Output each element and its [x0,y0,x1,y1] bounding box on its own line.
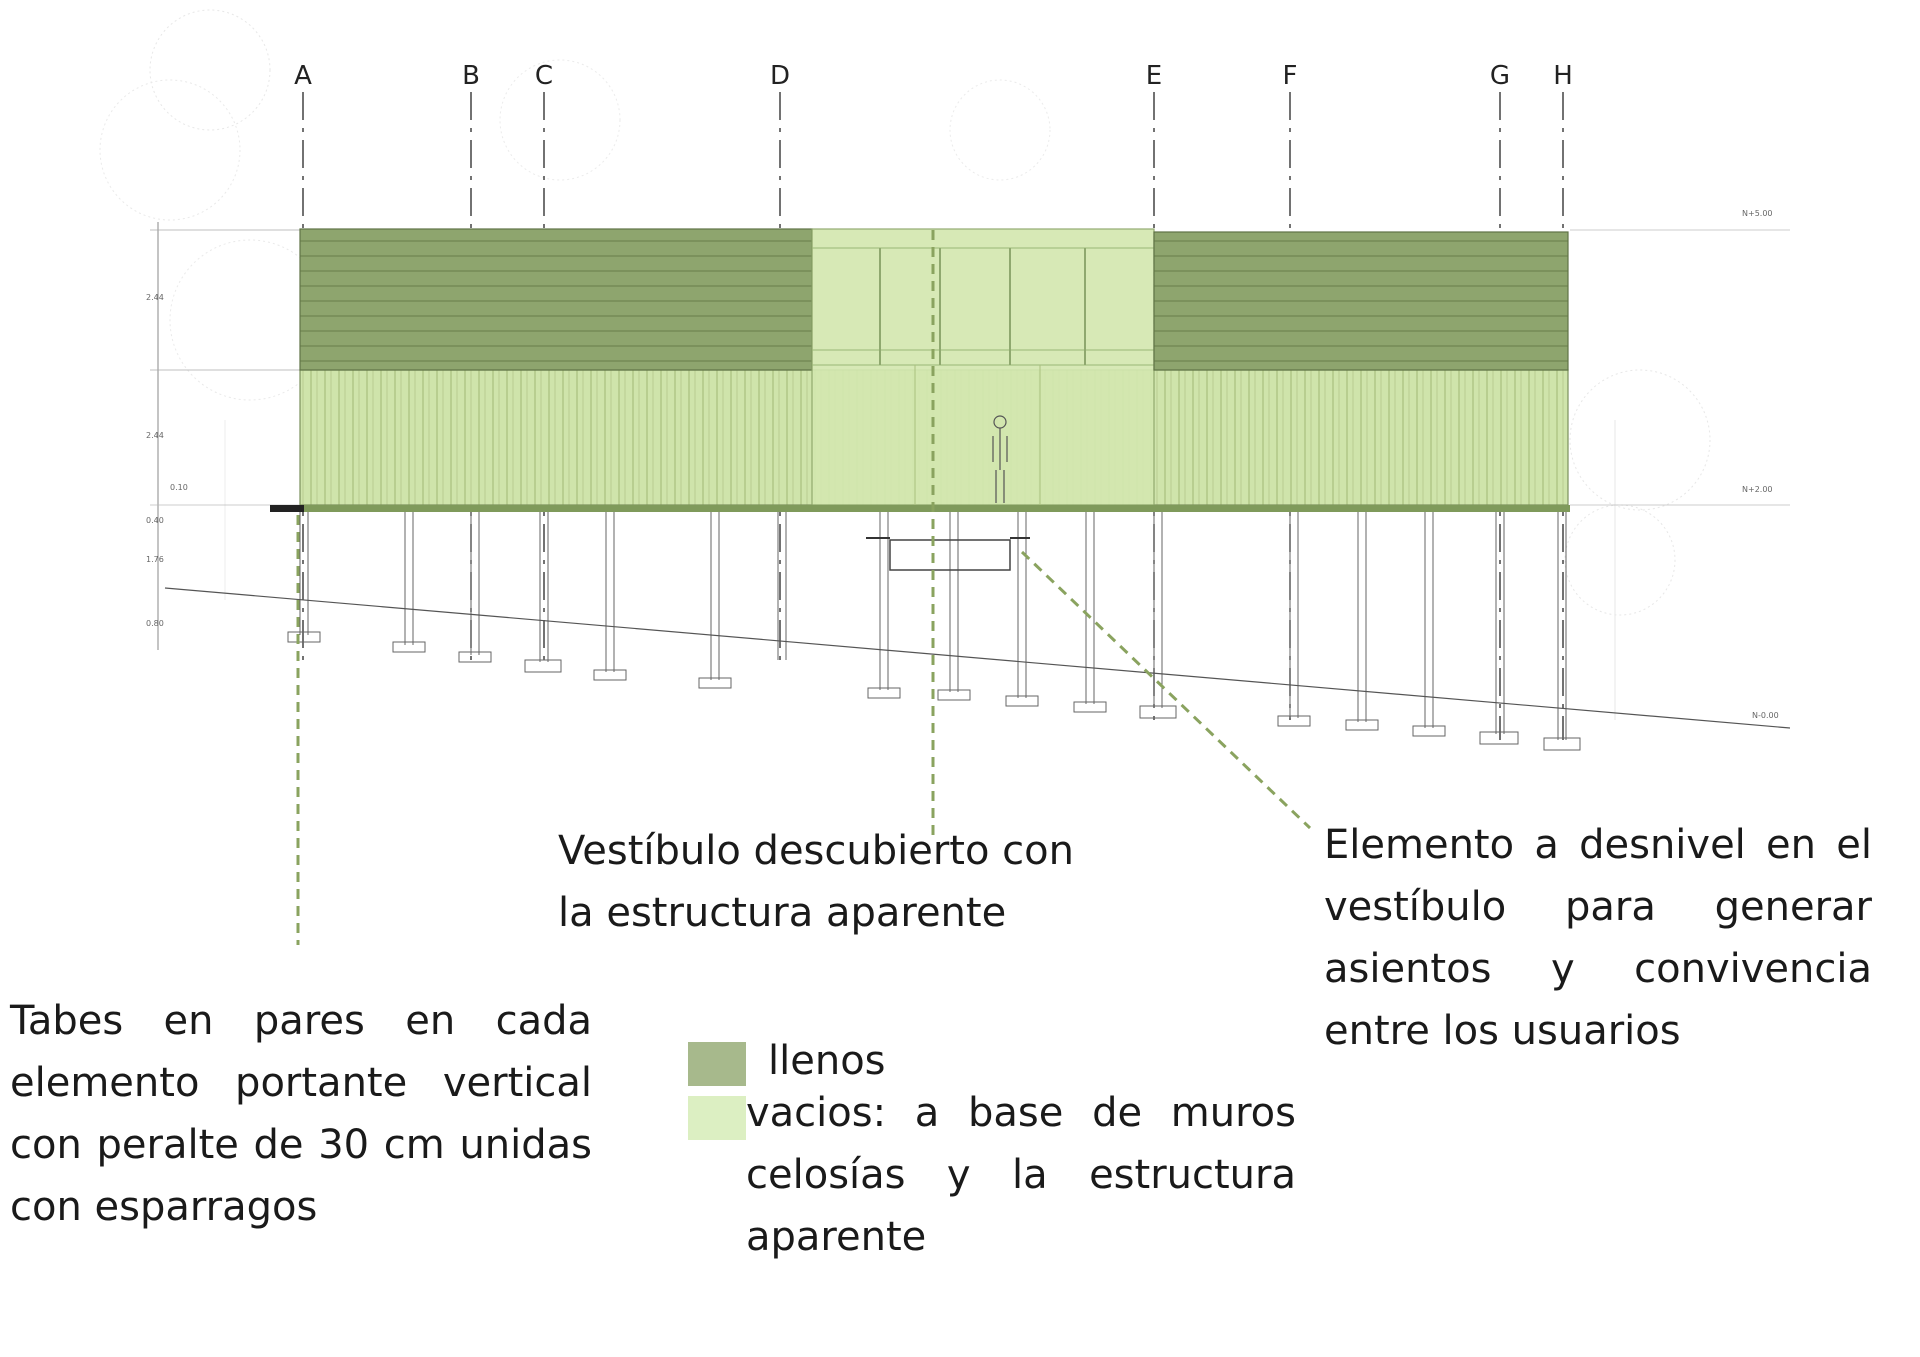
floor-slab [270,505,1570,512]
dim-c: 0.80 [146,619,164,628]
legend-label-full: llenos [768,1038,886,1084]
dim-upper: 2.44 [146,293,164,302]
grid-letter-e: E [1146,61,1162,91]
piers [287,512,1581,751]
note-beams: Tabes en pares en cada elemento portante… [10,998,592,1230]
grid-letter-d: D [770,61,790,91]
grid-letter-g: G [1490,61,1510,91]
legend-swatch-empty [688,1096,746,1140]
grid-letter-a: A [294,61,312,91]
human-figure [992,415,1008,503]
vestibule-volume [811,228,1155,506]
grid-letter-c: C [535,61,553,91]
upper-right-block [1153,231,1569,371]
legend-label-empty: vacios: a base de muros celosías y la es… [746,1090,1296,1260]
dim-slab: 0.10 [170,483,188,492]
dim-b: 1.76 [146,555,164,564]
note-element: Elemento a desnivel en el vestíbulo para… [1324,822,1872,1054]
grid-axis-d: D [770,61,790,660]
level-mark-top: N+5.00 [1742,209,1773,218]
grid-letter-b: B [462,61,480,91]
legend-swatch-full [688,1042,746,1086]
terrain-line [164,587,1791,729]
level-mark-ground: N-0.00 [1752,711,1779,720]
leader-element [1020,550,1312,830]
upper-left-block [299,228,813,371]
dim-a: 0.40 [146,516,164,525]
grid-letter-f: F [1283,61,1298,91]
dim-lower: 2.44 [146,431,164,440]
grid-axis-c: C [535,61,553,660]
level-mark-mid: N+2.00 [1742,485,1773,494]
building-body [270,228,1570,512]
grid-letter-h: H [1553,61,1573,91]
grid-axis-b: B [462,61,480,660]
grid-axis-a: A [294,61,312,660]
note-vestibule: Vestíbulo descubierto con la estructura … [558,828,1074,936]
leader-lines [296,230,1312,945]
